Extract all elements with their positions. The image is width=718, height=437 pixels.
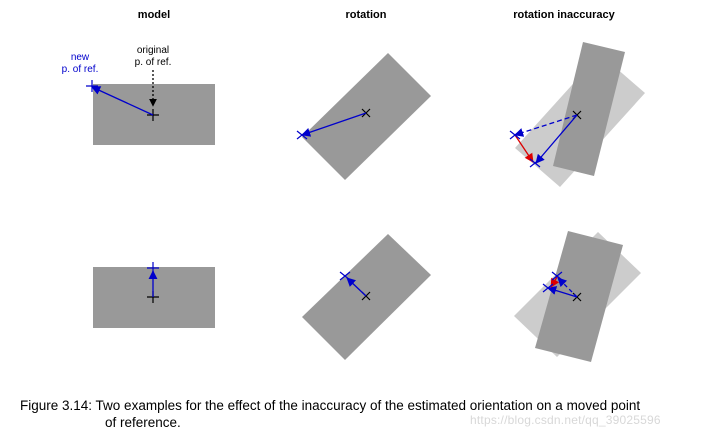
inaccurate-rect-2 [535, 231, 623, 362]
new-ref-point-marker [147, 262, 159, 274]
new-ref-label-line2: p. of ref. [62, 64, 99, 75]
actual-offset-vector [547, 286, 578, 298]
expected-ref-point-marker [551, 271, 563, 281]
caption-line-1: Figure 3.14: Two examples for the effect… [20, 398, 641, 413]
new-ref-point-marker [86, 80, 98, 92]
figure-caption: Figure 3.14: Two examples for the effect… [20, 397, 700, 431]
offset-vector [346, 277, 367, 297]
expected-offset-vector [557, 277, 578, 298]
original-ref-label-line1: original [137, 45, 169, 56]
offset-vector [91, 86, 154, 116]
inaccurate-rect-1 [553, 42, 625, 176]
column-title-rotation-inaccuracy: rotation inaccuracy [513, 9, 615, 21]
expected-ref-point-marker [509, 130, 521, 140]
actual-offset-vector [535, 114, 578, 164]
new-ref-point-marker [296, 130, 308, 140]
new-ref-point-marker [339, 271, 351, 281]
actual-ref-point-marker [542, 283, 554, 293]
column-title-model: model [138, 9, 170, 21]
new-ref-label-line1: new [71, 52, 90, 63]
actual-ref-point-marker [529, 158, 541, 168]
expected-offset-vector [514, 114, 578, 137]
caption-line-2: of reference. [105, 415, 181, 430]
original-ref-label-line2: p. of ref. [135, 57, 172, 68]
rotated-rect-1 [302, 53, 431, 180]
column-title-rotation: rotation [346, 9, 387, 21]
watermark: https://blog.csdn.net/qq_39025596 [470, 413, 661, 427]
offset-vector [301, 112, 367, 137]
figure-diagram: model rotation rotation inaccuracy new p… [62, 9, 645, 362]
error-vector [514, 134, 534, 163]
